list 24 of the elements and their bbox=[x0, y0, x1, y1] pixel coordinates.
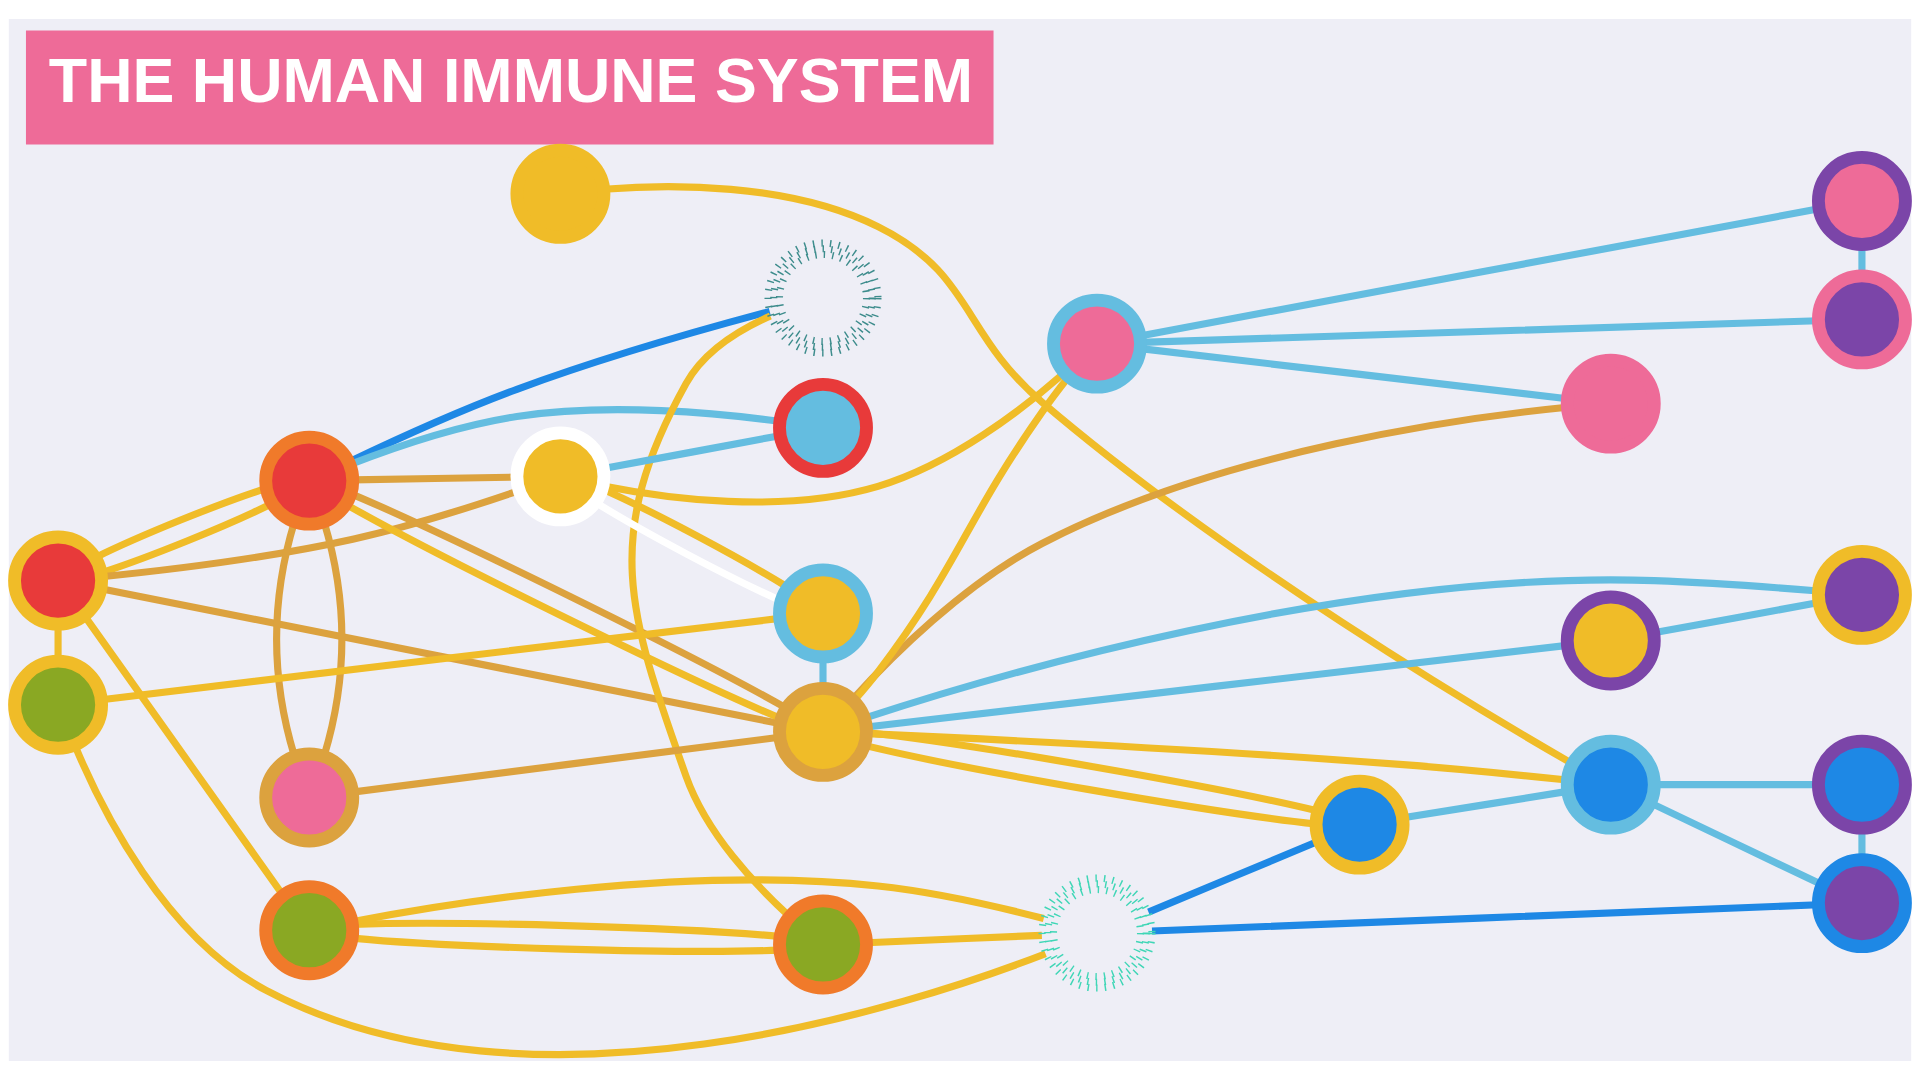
node-circle bbox=[510, 426, 611, 527]
node-circle bbox=[1560, 734, 1661, 835]
node-circle bbox=[510, 143, 611, 244]
node-circle bbox=[773, 681, 873, 782]
node-circle bbox=[8, 530, 108, 631]
node-circle bbox=[773, 894, 873, 995]
node-circle bbox=[259, 747, 360, 848]
node-circle bbox=[1812, 544, 1912, 645]
node-cloud bbox=[764, 239, 882, 357]
node-circle bbox=[1560, 590, 1661, 691]
node-circle bbox=[1047, 293, 1147, 394]
node-circle bbox=[1812, 734, 1912, 835]
node-cloud bbox=[1038, 874, 1156, 992]
node-circle bbox=[1309, 774, 1410, 875]
node-circle bbox=[259, 880, 360, 981]
node-circle bbox=[1812, 269, 1912, 370]
node-circle bbox=[8, 654, 108, 755]
node-circle bbox=[773, 563, 873, 664]
node-circle bbox=[1560, 353, 1661, 454]
node-circle bbox=[1812, 853, 1912, 954]
node-circle bbox=[773, 377, 873, 478]
node-circle bbox=[259, 430, 360, 531]
diagram-title: THE HUMAN IMMUNE SYSTEM bbox=[48, 45, 974, 116]
node-circle bbox=[1812, 151, 1912, 251]
